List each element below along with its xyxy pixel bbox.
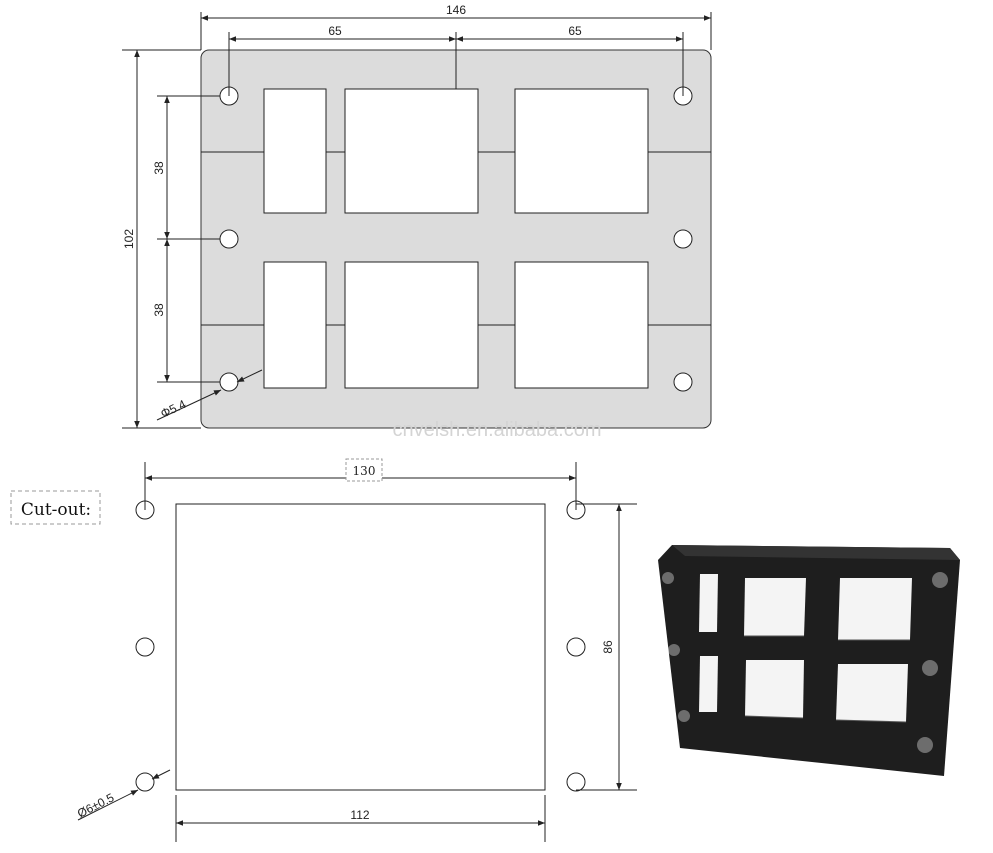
mounting-holes xyxy=(219,86,693,392)
hole xyxy=(673,229,693,249)
hole xyxy=(673,372,693,392)
dim-65-right: 65 xyxy=(568,24,582,38)
product-photo xyxy=(658,545,960,776)
hole xyxy=(219,372,239,392)
cutout-dimension-lines xyxy=(77,462,637,842)
plate-windows xyxy=(263,88,649,389)
dimension-lines xyxy=(122,12,712,429)
cutout-rect xyxy=(175,503,546,791)
dim-38-bottom: 38 xyxy=(152,303,166,317)
window xyxy=(514,88,649,214)
dim-hole-diameter: Φ5.4 xyxy=(158,397,188,421)
cutout-drawing: Cut-out: 130 86 112 Ø6±0.5 xyxy=(10,458,637,842)
window xyxy=(263,88,327,214)
dim-130-box xyxy=(345,458,383,482)
dim-112: 112 xyxy=(350,808,369,822)
window xyxy=(344,88,479,214)
window xyxy=(263,261,327,389)
frame-holes xyxy=(662,572,948,753)
cutout-label: Cut-out: xyxy=(21,500,91,520)
dim-86: 86 xyxy=(601,640,615,654)
window xyxy=(514,261,649,389)
frame-plate-drawing: 146 65 65 102 38 38 Φ5.4 xyxy=(122,3,712,429)
frame-ledges xyxy=(744,635,910,723)
dim-146: 146 xyxy=(446,3,466,17)
cutout-label-box xyxy=(10,490,101,525)
dim-cutout-hole: Ø6±0.5 xyxy=(75,790,117,820)
dim-65-left: 65 xyxy=(328,24,342,38)
frame-openings xyxy=(699,574,912,722)
hole xyxy=(135,637,155,657)
frame-top-edge xyxy=(672,545,960,560)
hole xyxy=(135,772,155,792)
watermark: cnvelsh.en.alibaba.com xyxy=(392,419,601,441)
hole xyxy=(566,772,586,792)
dim-38-top: 38 xyxy=(152,161,166,175)
window xyxy=(344,261,479,389)
plate-dividers xyxy=(201,151,711,326)
dim-130: 130 xyxy=(353,464,376,478)
hole xyxy=(566,637,586,657)
hole xyxy=(219,229,239,249)
dim-102: 102 xyxy=(122,229,136,249)
